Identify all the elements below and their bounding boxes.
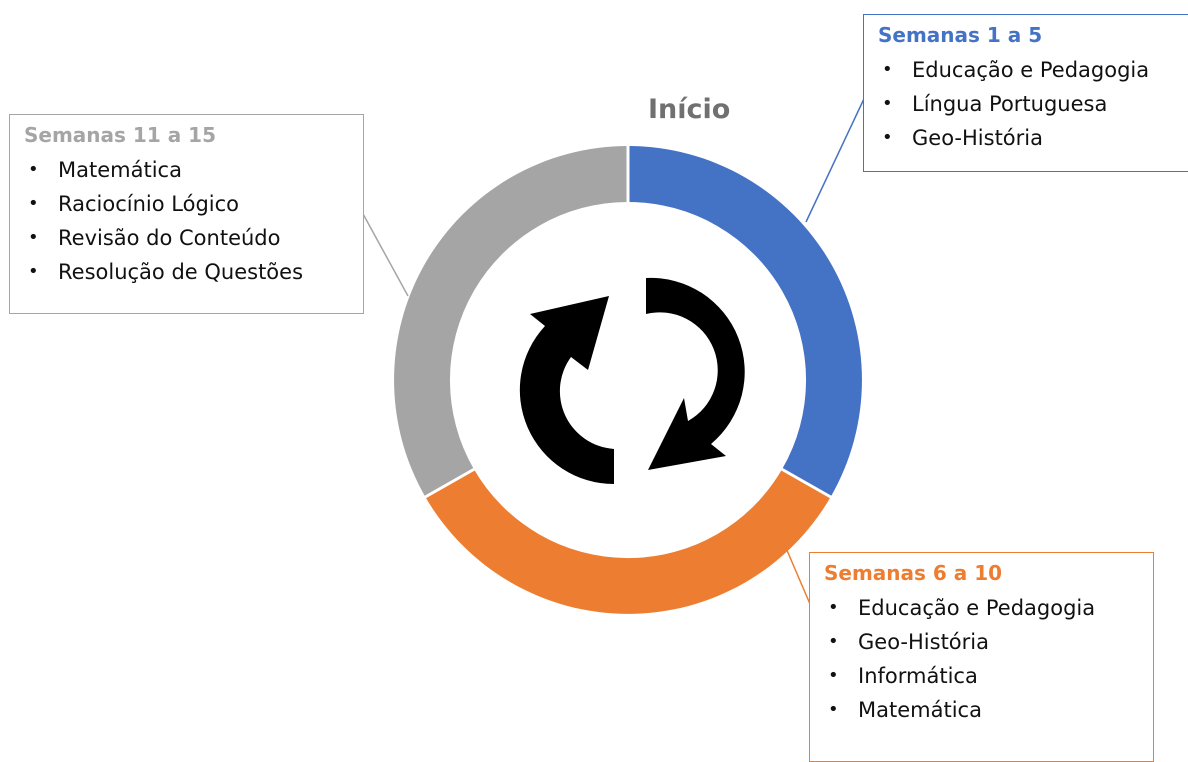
start-label: Início <box>648 94 731 125</box>
list-item: Matemática <box>824 693 1143 727</box>
list-item: Revisão do Conteúdo <box>24 221 353 255</box>
phase-title: Semanas 1 a 5 <box>878 23 1043 47</box>
leader-line-weeks-6-10 <box>785 547 811 605</box>
phase-box-weeks-6-10: Semanas 6 a 10 Educação e Pedagogia Geo-… <box>809 552 1154 762</box>
ring-segment-weeks-6-10 <box>425 469 831 614</box>
list-item: Informática <box>824 659 1143 693</box>
phase-title: Semanas 6 a 10 <box>824 561 1003 585</box>
cycle-diagram <box>361 85 871 614</box>
phase-title: Semanas 11 a 15 <box>24 123 216 147</box>
list-item: Educação e Pedagogia <box>878 53 1182 87</box>
list-item: Geo-História <box>878 121 1182 155</box>
leader-line-weeks-1-5 <box>805 85 871 223</box>
phase-topic-list: Educação e Pedagogia Geo-História Inform… <box>824 591 1143 727</box>
ring-segment-weeks-11-15 <box>394 146 628 497</box>
list-item: Língua Portuguesa <box>878 87 1182 121</box>
phase-box-weeks-1-5: Semanas 1 a 5 Educação e Pedagogia Língu… <box>863 14 1188 172</box>
list-item: Raciocínio Lógico <box>24 187 353 221</box>
list-item: Geo-História <box>824 625 1143 659</box>
phase-topic-list: Matemática Raciocínio Lógico Revisão do … <box>24 153 353 289</box>
ring-segment-weeks-1-5 <box>628 146 862 497</box>
leader-line-weeks-11-15 <box>361 211 409 297</box>
phase-box-weeks-11-15: Semanas 11 a 15 Matemática Raciocínio Ló… <box>9 114 364 314</box>
list-item: Matemática <box>24 153 353 187</box>
list-item: Resolução de Questões <box>24 255 353 289</box>
phase-topic-list: Educação e Pedagogia Língua Portuguesa G… <box>878 53 1182 155</box>
cycle-arrows-icon <box>519 277 745 485</box>
list-item: Educação e Pedagogia <box>824 591 1143 625</box>
